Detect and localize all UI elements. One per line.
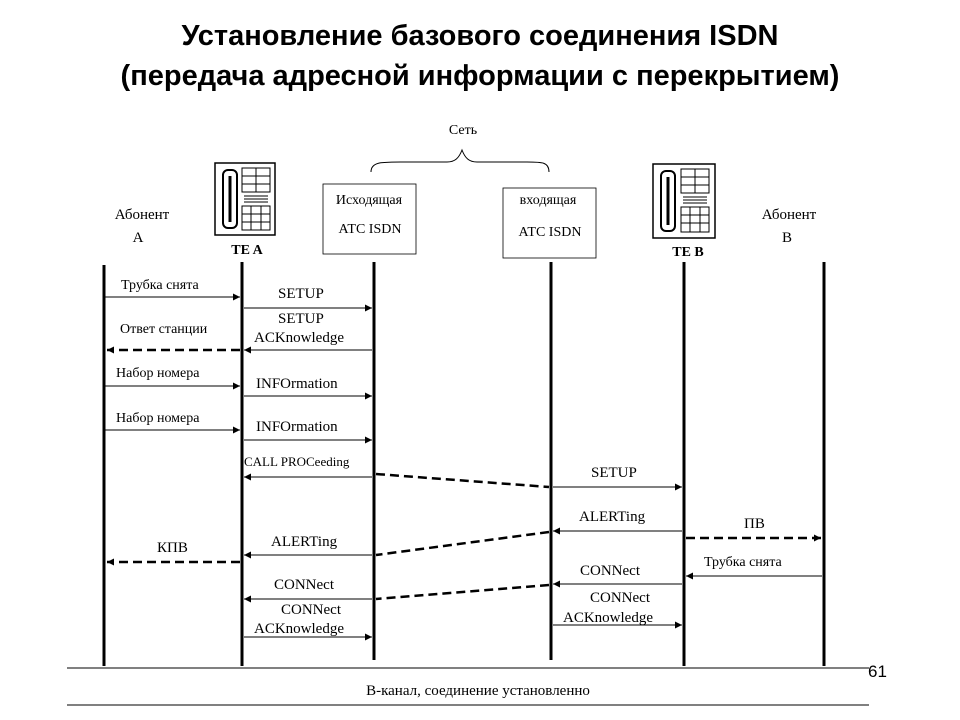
svg-text:CALL PROCeeding: CALL PROCeeding	[244, 454, 350, 469]
term-exchange-box	[502, 187, 597, 259]
msg-alerting-a: ALERTing	[244, 530, 550, 559]
svg-text:Набор номера: Набор номера	[116, 366, 200, 381]
msg-setup-ack-1: SETUP ACKnowledge	[244, 311, 372, 354]
term-exchange-label: входящая	[520, 193, 577, 208]
msg-offhook-b: Трубка снята	[686, 555, 822, 580]
orig-exchange-box	[322, 183, 417, 255]
svg-text:CONNect: CONNect	[580, 563, 641, 579]
subscriber-a-label: Абонент	[115, 207, 170, 223]
orig-exchange-label: Исходящая	[336, 193, 403, 208]
svg-text:Ответ станции: Ответ станции	[120, 322, 208, 337]
svg-text:Набор номера: Набор номера	[116, 411, 200, 426]
te-a-label: TE A	[231, 243, 263, 258]
svg-text:Трубка снята: Трубка снята	[704, 555, 783, 570]
page-subtitle: (передача адресной информации с перекрыт…	[120, 60, 840, 92]
svg-text:INFOrmation: INFOrmation	[256, 376, 338, 392]
footer-caption: В-канал, соединение установленно	[366, 683, 590, 699]
telephone-b-icon	[652, 163, 716, 239]
page-number: 61	[868, 662, 887, 681]
svg-text:ACKnowledge: ACKnowledge	[254, 330, 344, 346]
te-b-label: TE B	[672, 245, 704, 260]
svg-text:CONNect: CONNect	[274, 577, 335, 593]
subscriber-a-letter: А	[133, 230, 144, 246]
svg-text:ALERTing: ALERTing	[579, 509, 646, 525]
svg-text:ACKnowledge: ACKnowledge	[254, 621, 344, 637]
msg-call-proceeding: CALL PROCeeding	[244, 454, 372, 481]
network-brace	[370, 148, 550, 173]
msg-info-2: INFOrmation	[244, 419, 372, 444]
svg-text:ПВ: ПВ	[744, 516, 765, 532]
msg-setup-1: SETUP	[244, 286, 372, 312]
svg-text:Трубка снята: Трубка снята	[121, 278, 200, 293]
msg-connect-b: CONNect	[553, 563, 682, 588]
msg-connect-ack-a: CONNect ACKnowledge	[244, 602, 372, 641]
subscriber-b-letter: В	[782, 230, 792, 246]
page-title: Установление базового соединения ISDN	[181, 20, 779, 52]
telephone-a-icon	[214, 162, 276, 236]
msg-dial-tone: Ответ станции	[107, 322, 240, 354]
msg-dial-2: Набор номера	[105, 411, 240, 434]
svg-text:SETUP: SETUP	[278, 311, 324, 327]
msg-ringback: КПВ	[107, 540, 240, 566]
svg-text:SETUP: SETUP	[591, 465, 637, 481]
term-exchange-sublabel: АТС ISDN	[519, 225, 582, 240]
msg-connect-ack-b: CONNect ACKnowledge	[553, 590, 682, 629]
orig-exchange-sublabel: АТС ISDN	[339, 222, 402, 237]
svg-text:CONNect: CONNect	[281, 602, 342, 618]
subscriber-b-label: Абонент	[762, 207, 817, 223]
msg-offhook-a: Трубка снята	[105, 278, 240, 301]
msg-alerting-b: ALERTing	[553, 509, 682, 535]
msg-dial-1: Набор номера	[105, 366, 240, 390]
svg-text:КПВ: КПВ	[157, 540, 188, 556]
svg-text:SETUP: SETUP	[278, 286, 324, 302]
svg-text:INFOrmation: INFOrmation	[256, 419, 338, 435]
msg-setup-2: SETUP	[375, 465, 682, 491]
msg-connect-a: CONNect	[244, 577, 550, 603]
svg-text:CONNect: CONNect	[590, 590, 651, 606]
svg-text:ALERTing: ALERTing	[271, 534, 338, 550]
svg-text:ACKnowledge: ACKnowledge	[563, 610, 653, 626]
msg-ringing: ПВ	[686, 516, 821, 542]
network-label: Сеть	[449, 123, 477, 138]
msg-info-1: INFOrmation	[244, 376, 372, 400]
